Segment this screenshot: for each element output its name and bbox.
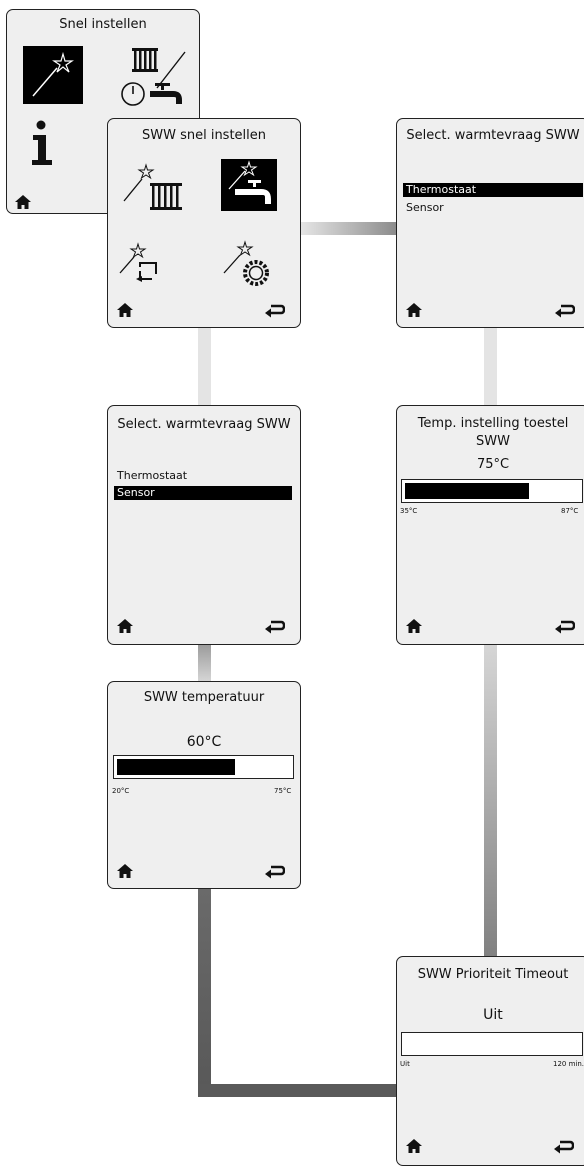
connector-v-2 [484, 327, 497, 407]
tap-icon [149, 82, 185, 108]
timeout-value: Uit [483, 1007, 503, 1023]
option-sensor[interactable]: Sensor [406, 201, 444, 214]
wand-radiator-icon[interactable] [120, 161, 186, 215]
back-icon[interactable] [555, 303, 576, 318]
screen-title: SWW Prioriteit Timeout [417, 967, 569, 982]
screen-select-warmtevraag-thermostaat: Select. warmtevraag SWW Thermostaat Sens… [396, 118, 584, 328]
connector-h-bottom [198, 1084, 400, 1097]
slider-fill [405, 483, 529, 499]
home-icon[interactable] [406, 302, 422, 317]
screen-sww-temperatuur: SWW temperatuur 60°C 20°C 75°C [107, 681, 301, 889]
home-icon[interactable] [406, 1138, 422, 1153]
option-sensor[interactable]: Sensor [114, 486, 292, 500]
timeout-slider[interactable] [401, 1032, 583, 1056]
screen-sww-prioriteit-timeout: SWW Prioriteit Timeout Uit Uit 120 min. [396, 956, 584, 1166]
home-icon[interactable] [117, 863, 133, 878]
home-icon[interactable] [406, 618, 422, 633]
temperature-value: 60°C [186, 734, 222, 750]
connector-v-3 [198, 643, 211, 683]
temperature-slider[interactable] [401, 479, 583, 503]
range-max: 75°C [274, 787, 292, 795]
back-icon[interactable] [265, 864, 286, 879]
screen-snel-instellen: Snel instellen [6, 9, 200, 214]
clock-icon [119, 80, 147, 108]
option-thermostaat[interactable]: Thermostaat [403, 183, 583, 197]
slider-fill [117, 759, 235, 775]
connector-h-top [300, 222, 398, 235]
screen-title: Snel instellen [59, 17, 147, 32]
temperature-slider[interactable] [113, 755, 294, 779]
connector-v-4 [484, 643, 497, 958]
screen-title: Select. warmtevraag SWW [406, 128, 580, 143]
magic-wand-icon[interactable] [23, 46, 83, 104]
range-max: 87°C [561, 507, 579, 515]
screen-title-line2: SWW [476, 434, 510, 449]
screen-title: Select. warmtevraag SWW [117, 417, 291, 432]
radiator-icon[interactable] [129, 44, 161, 76]
back-icon[interactable] [555, 619, 576, 634]
wand-cycle-icon[interactable] [116, 241, 166, 287]
back-icon[interactable] [265, 619, 286, 634]
home-icon[interactable] [117, 302, 133, 317]
wand-gear-icon[interactable] [218, 239, 278, 291]
divider-slash-icon [155, 50, 187, 90]
screen-title: SWW snel instellen [141, 128, 267, 143]
range-min: Uit [400, 1060, 410, 1068]
screen-title: SWW temperatuur [143, 690, 265, 705]
screen-title-line1: Temp. instelling toestel [417, 416, 569, 431]
back-icon[interactable] [265, 303, 286, 318]
range-min: 35°C [400, 507, 418, 515]
screen-sww-snel-instellen: SWW snel instellen [107, 118, 301, 328]
wand-tap-icon[interactable] [221, 159, 277, 211]
back-icon[interactable] [554, 1139, 575, 1154]
screen-select-warmtevraag-sensor: Select. warmtevraag SWW Thermostaat Sens… [107, 405, 301, 645]
info-icon[interactable] [29, 120, 55, 166]
home-icon[interactable] [117, 618, 133, 633]
connector-v-1 [198, 327, 211, 407]
range-max: 120 min. [553, 1060, 584, 1068]
temperature-value: 75°C [476, 457, 510, 472]
home-icon[interactable] [15, 194, 31, 209]
connector-v-5 [198, 888, 211, 1097]
screen-temp-instelling-toestel: Temp. instelling toestel SWW 75°C 35°C 8… [396, 405, 584, 645]
range-min: 20°C [112, 787, 130, 795]
option-thermostaat[interactable]: Thermostaat [117, 469, 188, 482]
